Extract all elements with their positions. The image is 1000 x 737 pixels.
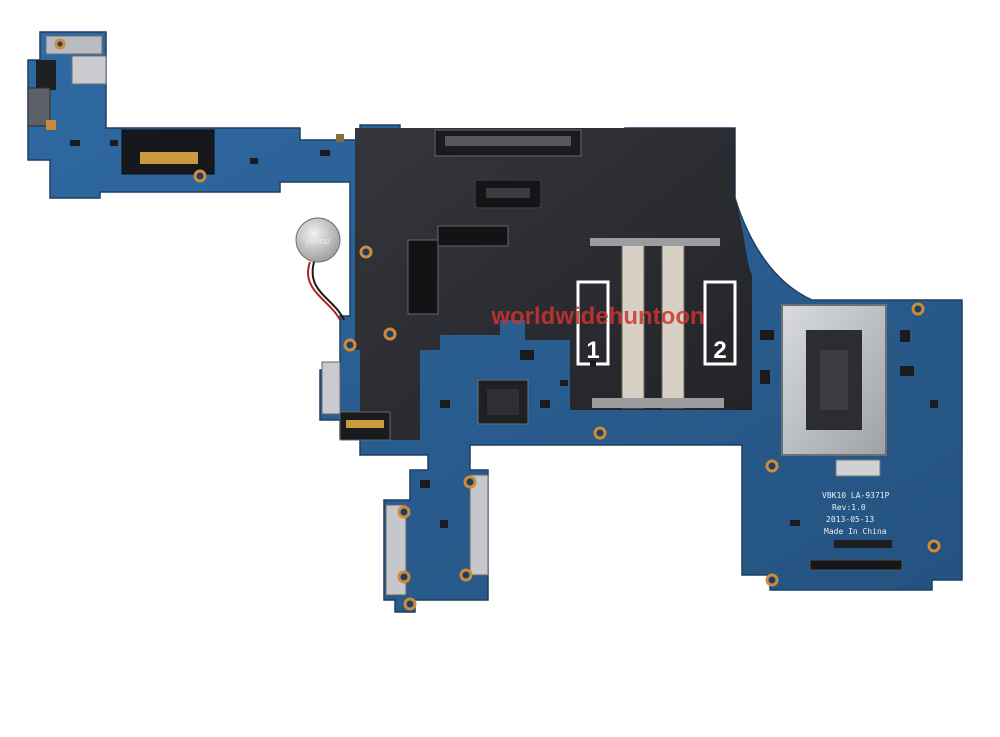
audio-jack (36, 60, 56, 90)
board-silkscreen: VBK10 LA-9371P Rev:1.0 2013-05-13 Made I… (822, 491, 890, 536)
coin-cell-battery (295, 217, 341, 263)
silkscreen-origin: Made In China (824, 527, 887, 536)
odd-connector-right (469, 474, 489, 576)
slot-label-1: 1 (586, 337, 599, 364)
silkscreen-model: VBK10 LA-9371P (822, 491, 890, 500)
battery-connector-pins (140, 152, 198, 164)
slot-label-2: 2 (713, 337, 726, 364)
fan-connector (834, 540, 892, 548)
silkscreen-revision: Rev:1.0 (832, 503, 866, 512)
mini-pcie-slot-vertical (407, 239, 439, 315)
rj45-port (71, 55, 107, 85)
mini-pcie-slot-horizontal (437, 225, 509, 247)
bottom-right-connector (809, 559, 903, 571)
mount-pad (46, 120, 56, 130)
mounting-holes (54, 38, 941, 611)
smd-components (70, 134, 938, 528)
silkscreen-date: 2013-05-13 (826, 515, 874, 524)
vga-port (27, 87, 51, 127)
sata-connector (321, 361, 341, 415)
usb-port (45, 35, 103, 55)
black-shield-film (355, 128, 752, 440)
coin-cell-marking: CR2032 (305, 238, 330, 246)
coin-cell-wire (307, 261, 341, 321)
slot-label-box-2 (703, 280, 737, 366)
sim-connector (835, 459, 881, 477)
watermark-text: worldwidehuntoon (490, 303, 704, 330)
